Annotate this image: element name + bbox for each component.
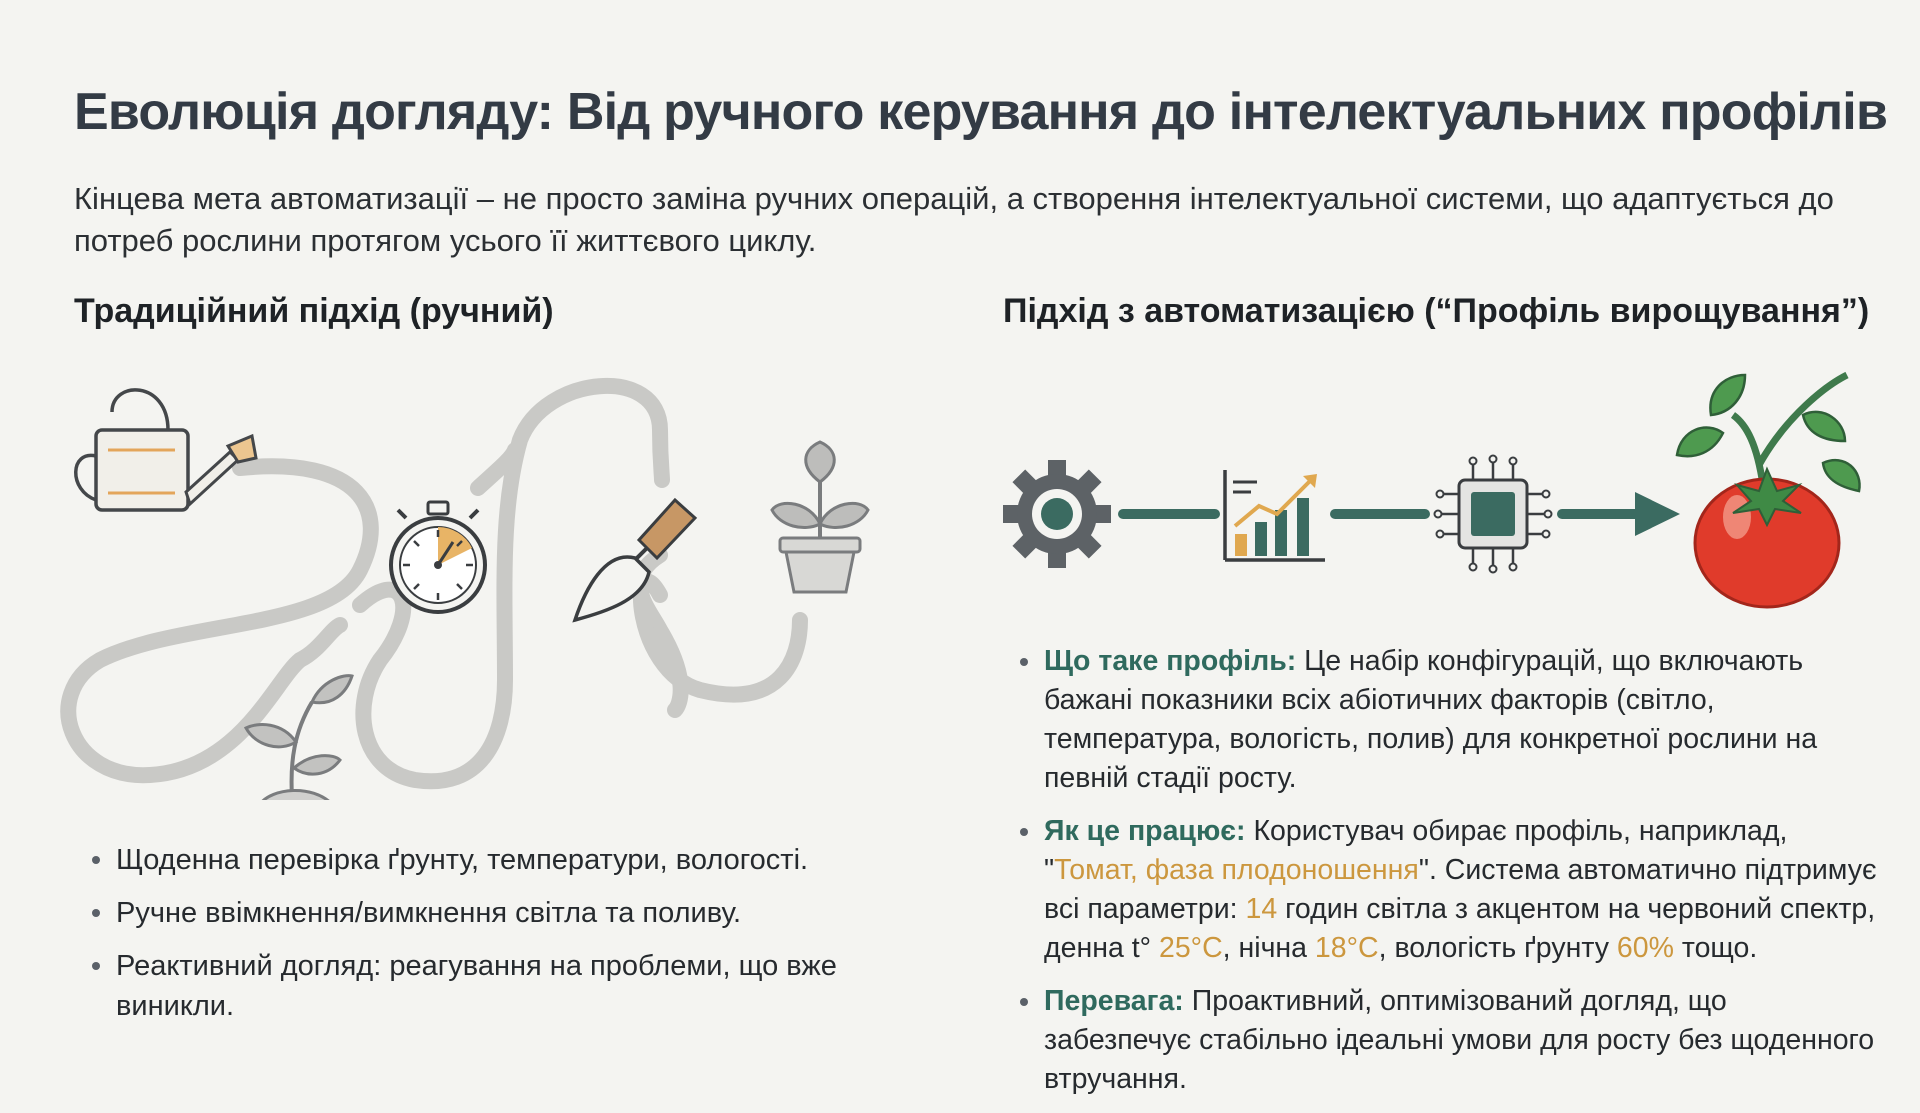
how-it-works-text: годин світла з акцентом на червоний спек… — [1044, 893, 1876, 964]
profile-definition-text: Це набір конфігурацій, що включають бажа… — [1044, 645, 1818, 794]
how-it-works-text: , вологість ґрунту — [1378, 932, 1617, 964]
gear-icon — [1003, 460, 1111, 568]
growth-chart-icon — [1223, 470, 1325, 562]
light-hours-value: 14 — [1245, 893, 1278, 925]
traditional-bullet-list: Щоденна перевірка ґрунту, температури, в… — [92, 840, 852, 1039]
traditional-bullet-text: Щоденна перевірка ґрунту, температури, в… — [116, 844, 809, 876]
bullet-dot — [92, 962, 100, 970]
arrow-head-icon — [1635, 492, 1680, 536]
list-item: Перевага: Проактивний, оптимізований дог… — [1020, 982, 1880, 1099]
soil-moisture-value: 60% — [1616, 932, 1674, 964]
automated-bullet-list: Що таке профіль: Це набір конфігурацій, … — [1020, 642, 1880, 1113]
bullet-dot — [92, 856, 100, 864]
automation-flow-illustration — [1003, 371, 1861, 609]
tomato-icon — [1675, 371, 1861, 609]
bullet-dot — [1020, 658, 1028, 666]
page-subtitle: Кінцева мета автоматизації – не просто з… — [74, 181, 1834, 258]
advantage-text: Проактивний, оптимізований догляд, що за… — [1044, 985, 1875, 1095]
microchip-icon — [1433, 454, 1553, 574]
watering-can-icon — [74, 388, 258, 512]
how-it-works-text: ". Система автоматично підтримує всі пар… — [1044, 854, 1877, 925]
sprout-icon — [243, 674, 354, 800]
night-temp-value: 18°C — [1314, 932, 1379, 964]
day-temp-value: 25°C — [1158, 932, 1223, 964]
profile-name-highlight: Томат, фаза плодоношення — [1054, 854, 1419, 886]
bullet-dot — [92, 909, 100, 917]
list-item: Як це працює: Користувач обирає профіль,… — [1020, 812, 1880, 968]
list-item: Реактивний догляд: реагування на проблем… — [92, 946, 852, 1026]
list-item: Ручне ввімкнення/вимкнення світла та пол… — [92, 893, 852, 933]
page-title: Еволюція догляду: Від ручного керування … — [74, 83, 1888, 141]
how-it-works-text: тощо. — [1673, 932, 1758, 964]
advantage-label: Перевага: — [1044, 985, 1184, 1017]
list-item: Що таке профіль: Це набір конфігурацій, … — [1020, 642, 1880, 798]
manual-care-path-illustration — [60, 378, 870, 800]
list-item: Щоденна перевірка ґрунту, температури, в… — [92, 840, 852, 880]
how-it-works-label: Як це працює: — [1044, 815, 1246, 847]
traditional-bullet-text: Реактивний догляд: реагування на проблем… — [116, 950, 837, 1022]
bullet-dot — [1020, 828, 1028, 836]
traditional-bullet-text: Ручне ввімкнення/вимкнення світла та пол… — [116, 897, 742, 929]
profile-definition-label: Що таке профіль: — [1044, 645, 1297, 677]
trowel-icon — [572, 497, 698, 623]
how-it-works-text: , нічна — [1222, 932, 1315, 964]
automated-heading: Підхід з автоматизацією (“Профіль вирощу… — [1003, 292, 1870, 330]
how-it-works-text: Користувач обирає профіль, наприклад, " — [1044, 815, 1788, 886]
bullet-dot — [1020, 998, 1028, 1006]
potted-plant-icon — [770, 440, 870, 594]
traditional-heading: Традиційний підхід (ручний) — [74, 292, 554, 330]
stopwatch-icon — [389, 500, 487, 614]
